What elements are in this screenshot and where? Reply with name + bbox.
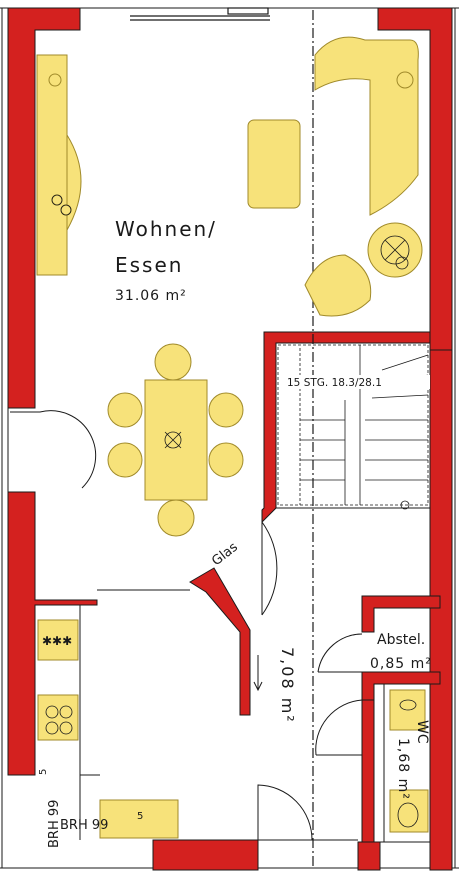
walls	[7, 7, 453, 871]
door-label-glas: Glas	[209, 540, 241, 569]
kitchen-brh-left-sup: 5	[38, 769, 49, 775]
wall-bottom-right	[357, 841, 381, 871]
door-left	[10, 410, 97, 489]
kitchen-counter-stove	[37, 694, 79, 741]
hob-marks: ✱✱✱	[42, 634, 72, 648]
room-label-wohnen-line2: Essen	[115, 253, 183, 277]
interior-lines	[7, 408, 430, 843]
room-label-abstell: Abstel.	[377, 632, 425, 648]
wall-left-lower	[7, 491, 98, 776]
door-wc	[315, 699, 363, 756]
room-area-abstell: 0,85 m²	[370, 656, 432, 672]
furniture-details	[45, 194, 419, 828]
room-area-flur: 7,08 m²	[278, 647, 297, 724]
sideboard	[36, 54, 68, 276]
furniture	[36, 36, 429, 839]
stairs-label: 15 STG. 18.3/28.1	[287, 377, 382, 389]
doors	[10, 410, 363, 841]
direction-arrow	[253, 655, 263, 692]
wall-abstell	[361, 595, 441, 633]
coffee-table	[247, 119, 301, 209]
stairs-label-bg	[284, 375, 430, 389]
wall-center-diagonal	[189, 567, 251, 716]
kitchen-brh-bottom-sup: 5	[137, 811, 143, 822]
kitchen-sink	[99, 799, 179, 839]
wall-wc-mid	[373, 683, 385, 843]
staircase	[277, 344, 429, 510]
sofa	[314, 36, 419, 216]
kitchen-brh-bottom: BRH 99	[60, 818, 108, 833]
wall-stair-left	[261, 331, 431, 524]
wall-bottom-left	[152, 839, 259, 871]
door-abstell	[317, 633, 363, 673]
room-area-wc: 1,68 m²	[395, 738, 411, 800]
armchair	[304, 254, 372, 317]
room-label-wohnen-line1: Wohnen/	[115, 217, 217, 241]
kitchen-counter-top	[37, 619, 79, 661]
room-area-wohnen: 31.06 m²	[115, 288, 187, 304]
wall-wc-left	[361, 699, 375, 843]
door-bottom	[257, 784, 313, 841]
door-glass	[261, 521, 278, 616]
kitchen-brh-left: BRH 99	[47, 800, 62, 848]
top-window	[130, 7, 270, 21]
wc-toilet	[389, 789, 429, 833]
room-label-wc: WC	[414, 720, 430, 744]
sideboard-curve	[66, 133, 82, 232]
dining-table	[144, 379, 208, 501]
wall-right-lower	[429, 349, 453, 871]
